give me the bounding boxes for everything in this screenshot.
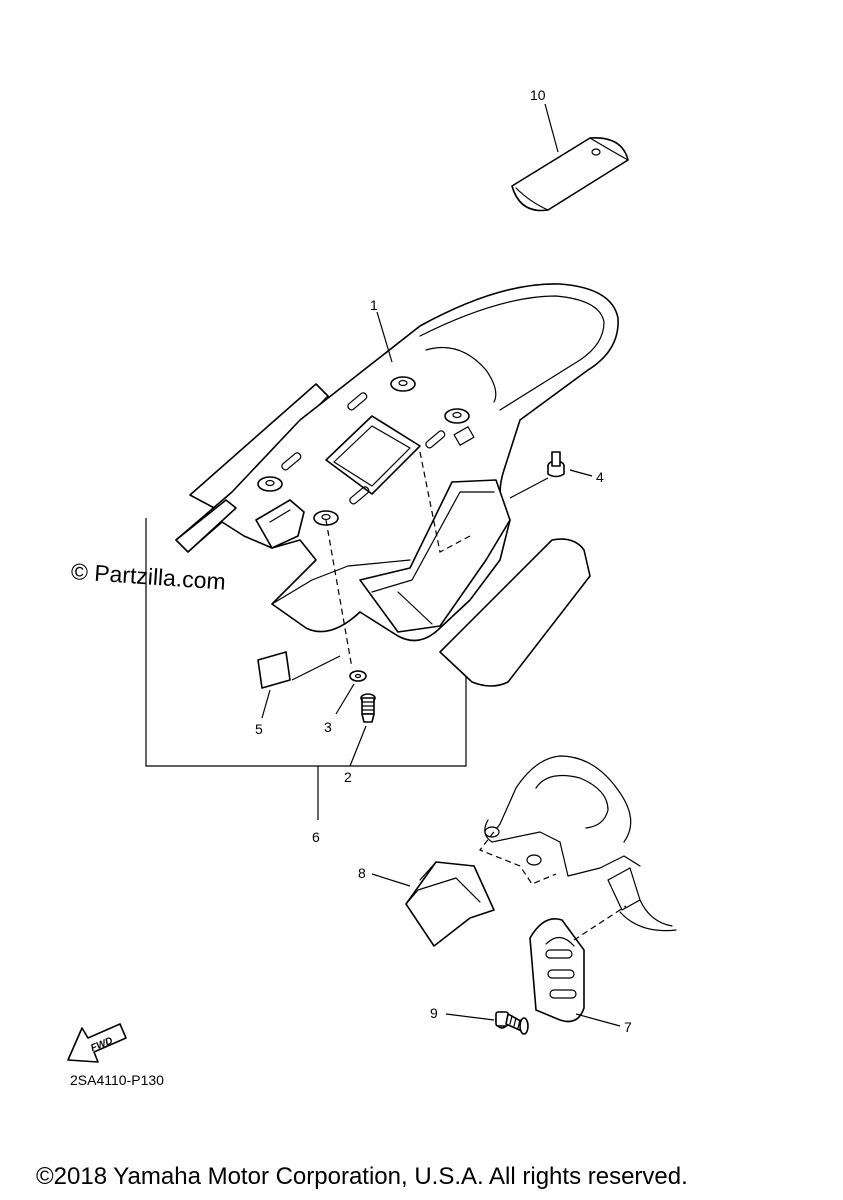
fwd-arrow-icon: FWD (67, 1023, 127, 1063)
assembly-line-7 (573, 905, 627, 941)
callout-3: 3 (324, 719, 332, 735)
part-8-guard (405, 861, 495, 947)
leader-5-link (291, 655, 341, 681)
leader-3 (335, 683, 355, 715)
leader-9 (445, 1013, 495, 1021)
callout-10: 10 (530, 87, 546, 103)
leader-4 (569, 469, 593, 477)
diagram-code: 2SA4110-P130 (70, 1072, 164, 1088)
leader-10 (544, 103, 559, 153)
frame-context (479, 755, 677, 932)
part-4-bolt (547, 451, 565, 478)
callout-2: 2 (344, 769, 352, 785)
part-9-bolt (495, 1011, 529, 1035)
leader-4b (509, 477, 549, 499)
assembly-line-3 (325, 519, 353, 669)
callout-5: 5 (255, 721, 263, 737)
copyright-notice: ©2018 Yamaha Motor Corporation, U.S.A. A… (36, 1163, 688, 1190)
callout-8: 8 (358, 865, 366, 881)
callout-7: 7 (624, 1019, 632, 1035)
leader-1 (376, 311, 393, 363)
leader-7 (575, 1013, 621, 1027)
leader-5 (261, 689, 271, 719)
part-1-rear-fender (175, 283, 619, 642)
leader-8 (371, 873, 411, 887)
part-3-washer (349, 670, 367, 682)
callout-1: 1 (370, 297, 378, 313)
callout-6: 6 (312, 829, 320, 845)
callout-9: 9 (430, 1005, 438, 1021)
callout-4: 4 (596, 469, 604, 485)
leader-2 (349, 725, 367, 767)
part-2-bolt (360, 693, 376, 723)
part-7-plate (529, 918, 585, 1023)
part-10-pad (511, 137, 629, 212)
assembly-line-4 (419, 451, 471, 553)
part-5-pad (257, 651, 291, 689)
assembly-frame-6 (145, 518, 467, 767)
fender-decal (439, 538, 591, 687)
